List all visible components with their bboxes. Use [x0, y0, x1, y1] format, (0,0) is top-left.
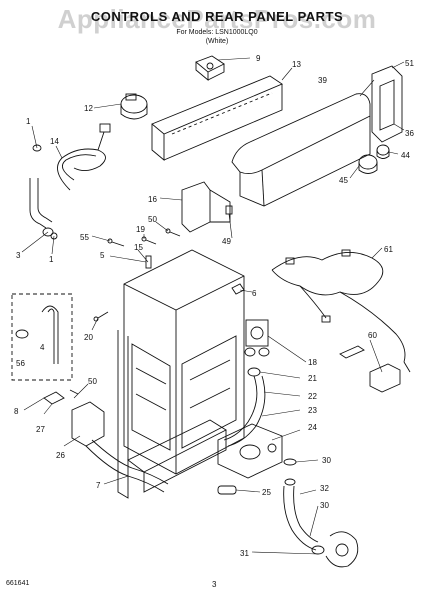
part-55-screw: [107, 238, 125, 247]
callout-55: 55: [80, 233, 89, 242]
callout-26: 26: [56, 451, 65, 460]
part-14-power-cord: [57, 123, 111, 191]
callout-21: 21: [308, 374, 317, 383]
callout-50-lower: 50: [88, 377, 97, 386]
rear-panel-frame: [117, 249, 245, 499]
callout-1: 1: [26, 117, 31, 126]
part-21-clamp: [247, 367, 261, 377]
callout-19: 19: [136, 225, 145, 234]
part-39-console-panel: [231, 93, 371, 207]
part-1-clip: [32, 144, 42, 152]
callout-32: 32: [320, 484, 329, 493]
callout-7: 7: [96, 481, 101, 490]
part-9-knob: [195, 55, 225, 81]
part-32-drain-hose: [283, 458, 319, 551]
part-16-shield: [181, 181, 231, 233]
callout-13: 13: [292, 60, 301, 69]
part-25-clamp: [217, 485, 237, 495]
callout-45: 45: [339, 176, 348, 185]
part-51-bracket: [371, 65, 403, 143]
document-number: 661641: [6, 580, 30, 587]
part-6-connector: [231, 283, 245, 295]
callout-20: 20: [84, 333, 93, 342]
callout-8: 8: [14, 407, 19, 416]
callout-39: 39: [318, 76, 327, 85]
part-60-terminal-block: [339, 345, 401, 393]
part-12-timer: [120, 93, 148, 120]
callout-30-lower: 30: [320, 501, 329, 510]
part-1-clip-lower: [50, 232, 58, 240]
callout-56: 56: [16, 359, 25, 368]
part-31-clamp: [311, 545, 325, 555]
callout-36: 36: [405, 129, 414, 138]
part-27-bracket: [43, 389, 79, 405]
part-45-knob: [358, 154, 378, 174]
callout-16: 16: [148, 195, 157, 204]
part-44-knob: [376, 144, 390, 159]
part-61-wire-harness: [271, 249, 411, 373]
callout-25: 25: [262, 488, 271, 497]
callout-3: 3: [16, 251, 21, 260]
part-3-inlet-fitting: [29, 178, 54, 237]
part-13-console-strip: [151, 75, 283, 161]
callout-18: 18: [308, 358, 317, 367]
callout-15: 15: [134, 243, 143, 252]
callout-44: 44: [401, 151, 410, 160]
callout-5: 5: [100, 251, 105, 260]
callout-50-top: 50: [148, 215, 157, 224]
callout-51: 51: [405, 59, 414, 68]
part-24-pump: [217, 423, 283, 479]
callout-labels: 9 13 39 51 12 1 14 36 44 45 16 3 1 50 55…: [14, 54, 414, 558]
callout-61: 61: [384, 245, 393, 254]
callout-49: 49: [222, 237, 231, 246]
callout-22: 22: [308, 392, 317, 401]
diagram-subtitle-color: (White): [205, 38, 229, 45]
diagram-subtitle-models: For Models: LSN1000LQ0: [176, 29, 258, 36]
callout-27: 27: [36, 425, 45, 434]
callout-30-top: 30: [322, 456, 331, 465]
leader-lines: [21, 57, 405, 555]
callout-1-lower: 1: [49, 255, 54, 264]
callout-6: 6: [252, 289, 257, 298]
part-15-clip: [145, 255, 152, 269]
callout-12: 12: [84, 104, 93, 113]
callout-9: 9: [256, 54, 261, 63]
callout-23: 23: [308, 406, 317, 415]
callout-24: 24: [308, 423, 317, 432]
part-18-water-valve: [244, 319, 270, 357]
detail-box-parts-4-56: [11, 293, 73, 381]
diagram-title: CONTROLS AND REAR PANEL PARTS: [90, 9, 344, 24]
callout-4: 4: [40, 343, 45, 352]
callout-60: 60: [368, 331, 377, 340]
part-26-drain-bracket: [71, 401, 169, 493]
callout-31: 31: [240, 549, 249, 558]
part-22-fill-hose: [223, 375, 266, 447]
callout-14: 14: [50, 137, 59, 146]
page-number: 3: [212, 580, 217, 589]
part-drain-outlet: [325, 531, 359, 568]
part-50-screw: [165, 228, 181, 237]
part-20-screw: [93, 311, 109, 322]
part-49-clip: [225, 205, 233, 215]
